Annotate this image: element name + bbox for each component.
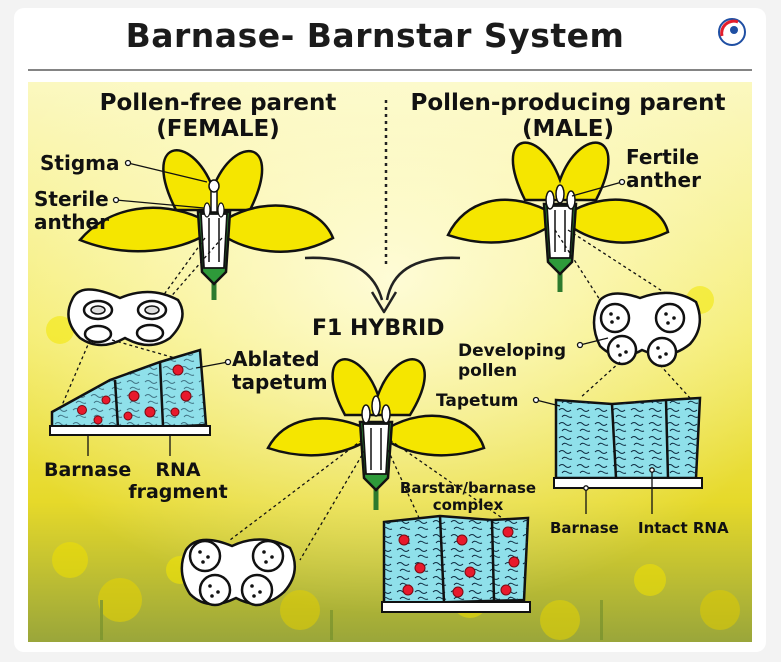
- label-developing-pollen: Developing pollen: [458, 342, 566, 381]
- right-parent-heading: Pollen-producing parent (MALE): [392, 90, 744, 143]
- label-intact-rna: Intact RNA: [638, 520, 729, 537]
- label-ablated-tapetum: Ablated tapetum: [232, 348, 328, 394]
- label-sterile-anther: Sterile anther: [34, 188, 109, 234]
- label-stigma: Stigma: [40, 152, 119, 175]
- right-parent-line1: Pollen-producing parent: [392, 90, 744, 116]
- label-barnase-right: Barnase: [550, 520, 619, 537]
- sterile-anther-section: [68, 289, 182, 345]
- label-developing-line2: pollen: [458, 362, 566, 382]
- right-parent-line2: (MALE): [392, 116, 744, 142]
- hybrid-anther-section: [182, 539, 295, 605]
- label-fertile-anther-line1: Fertile: [626, 146, 701, 169]
- label-complex-line2: complex: [380, 497, 556, 514]
- left-parent-line1: Pollen-free parent: [78, 90, 358, 116]
- label-ablated-line1: Ablated: [232, 348, 328, 371]
- label-fertile-anther: Fertile anther: [626, 146, 701, 192]
- left-parent-heading: Pollen-free parent (FEMALE): [78, 90, 358, 143]
- left-parent-line2: (FEMALE): [78, 116, 358, 142]
- label-sterile-anther-line2: anther: [34, 211, 109, 234]
- label-rna-fragment: RNA fragment: [118, 460, 238, 504]
- label-ablated-line2: tapetum: [232, 371, 328, 394]
- page-title: Barnase- Barnstar System: [0, 16, 750, 55]
- label-developing-line1: Developing: [458, 342, 566, 362]
- label-tapetum: Tapetum: [436, 392, 519, 412]
- label-fertile-anther-line2: anther: [626, 169, 701, 192]
- label-sterile-anther-line1: Sterile: [34, 188, 109, 211]
- label-rna-fragment-line1: RNA: [118, 460, 238, 482]
- label-complex-line1: Barstar/barnase: [380, 480, 556, 497]
- label-barstar-complex: Barstar/barnase complex: [380, 480, 556, 515]
- intact-tapetum-tissue: [554, 398, 702, 488]
- label-rna-fragment-line2: fragment: [118, 482, 238, 504]
- label-f1-hybrid: F1 HYBRID: [312, 316, 445, 341]
